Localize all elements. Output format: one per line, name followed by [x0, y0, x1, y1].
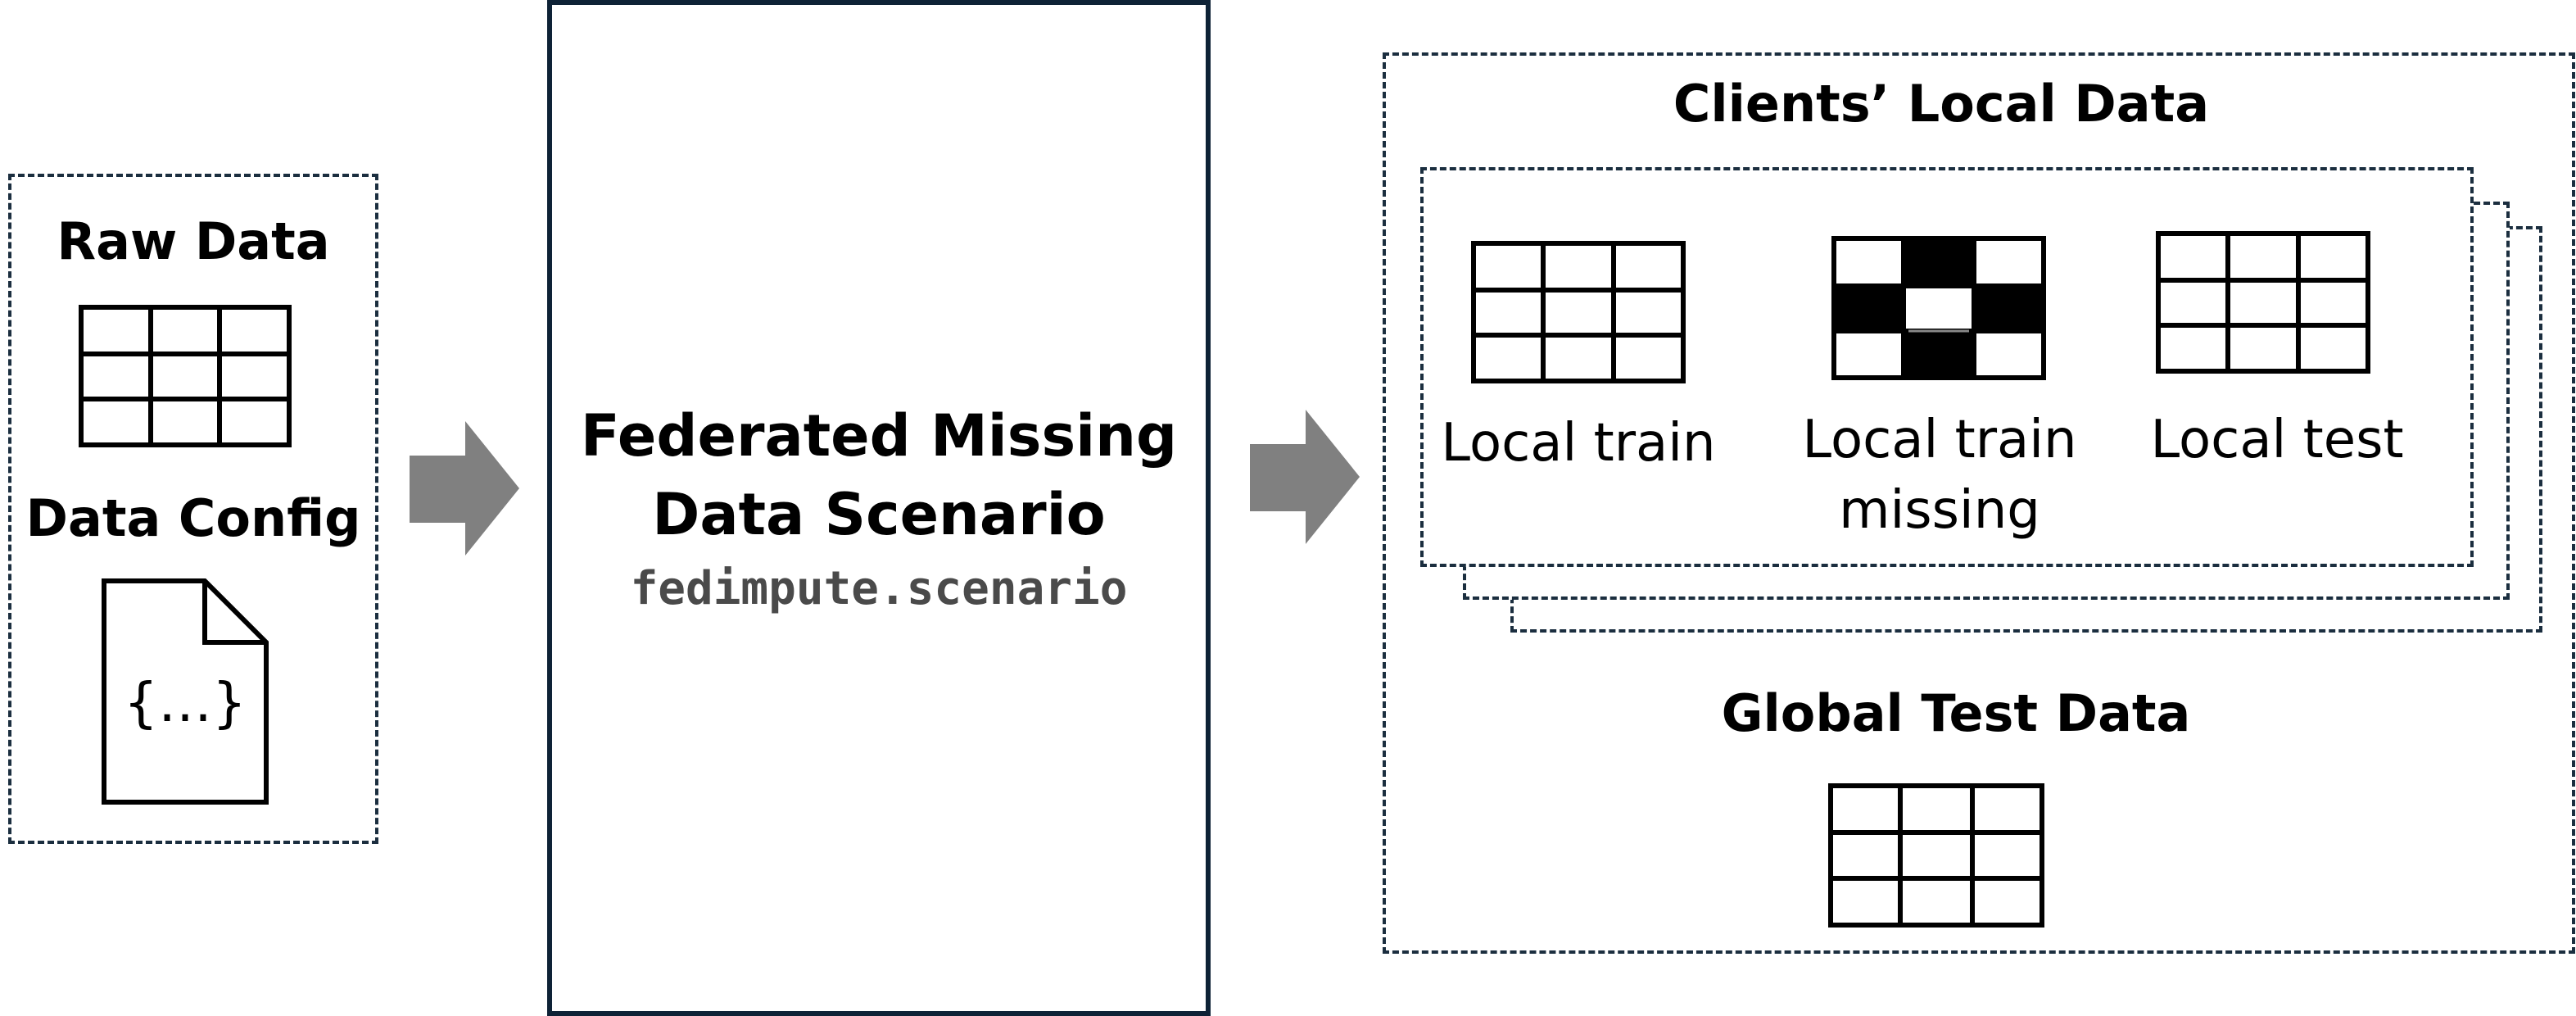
data-config-label: Data Config	[25, 488, 361, 548]
local-test-table-icon	[2156, 231, 2370, 374]
local-test-label: Local test	[2150, 410, 2404, 470]
config-file-glyph: {…}	[124, 671, 247, 734]
local-train-table-icon	[1471, 241, 1686, 383]
raw-data-table-icon	[79, 305, 292, 447]
scenario-title-line2: Data Scenario	[652, 481, 1106, 548]
local-train-label: Local train	[1441, 413, 1716, 474]
arrow-right-icon-1	[410, 421, 519, 556]
arrow-right-icon-2	[1250, 410, 1360, 544]
scenario-box	[547, 0, 1211, 1016]
scenario-title-line1: Federated Missing	[580, 402, 1178, 469]
local-train-missing-label-line2: missing	[1839, 480, 2040, 541]
global-test-data-title: Global Test Data	[1721, 683, 2191, 743]
local-train-missing-label-line1: Local train	[1802, 410, 2077, 470]
output-panel	[1383, 52, 2575, 954]
input-panel	[8, 174, 378, 844]
config-file-icon	[102, 578, 269, 805]
local-train-missing-table-icon	[1831, 236, 2046, 380]
global-test-table-icon	[1828, 783, 2044, 928]
clients-local-data-title: Clients’ Local Data	[1673, 74, 2210, 134]
raw-data-label: Raw Data	[57, 211, 330, 271]
scenario-module-name: fedimpute.scenario	[630, 562, 1128, 615]
